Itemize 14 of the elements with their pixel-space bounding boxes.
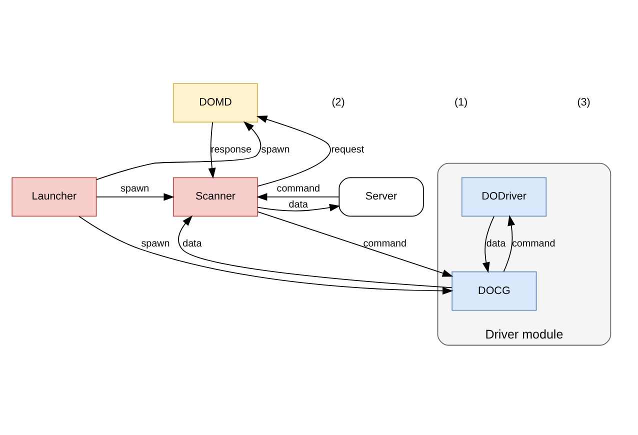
edge-label: command: [276, 182, 320, 194]
edge-label: spawn: [141, 238, 170, 249]
edge-label: data: [182, 238, 202, 249]
edge-label: data: [288, 199, 308, 210]
edge-label: spawn: [120, 182, 150, 194]
edge-label: response: [210, 144, 252, 155]
edge-label: request: [331, 144, 364, 155]
label: (2): [332, 96, 345, 108]
edge-label: command: [363, 238, 406, 249]
edge-label: command: [512, 238, 556, 249]
label: (3): [577, 96, 590, 108]
edge-label: data: [486, 238, 506, 249]
label: (1): [454, 96, 468, 108]
edge-label: spawn: [261, 144, 290, 155]
